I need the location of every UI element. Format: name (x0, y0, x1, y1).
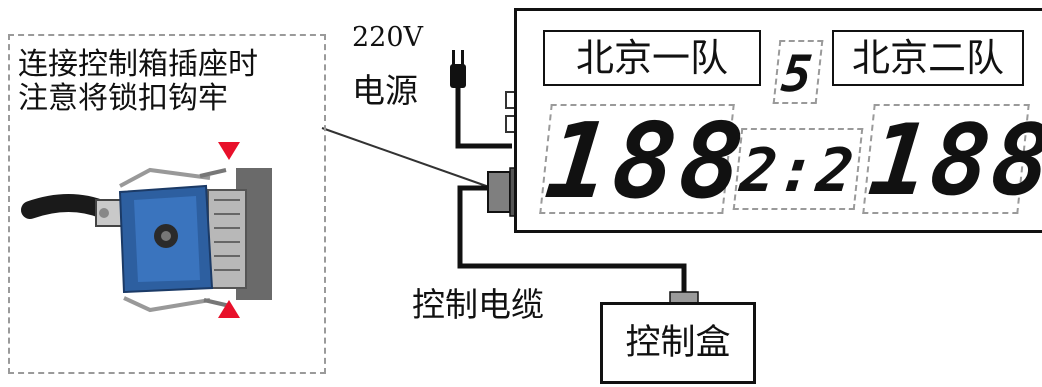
score-center-display: 2:2 (732, 128, 864, 210)
control-box: 控制盒 (600, 302, 756, 384)
power-plug-icon (450, 50, 466, 88)
period-display: 5 (772, 40, 824, 104)
team-left-name: 北京一队 (543, 30, 761, 86)
connector-note-line1: 连接控制箱插座时 (18, 47, 258, 82)
connector-note-panel (8, 34, 326, 374)
arrow-down-icon (218, 142, 240, 160)
connector-note-line2: 注意将锁扣钩牢 (18, 81, 228, 116)
scoreboard-panel (514, 8, 1042, 233)
arrow-up-icon (218, 300, 240, 318)
leader-line (321, 127, 493, 189)
power-voltage: 220V (352, 22, 424, 53)
control-cable-label: 控制电缆 (412, 285, 544, 324)
score-right-display: 188 (862, 104, 1042, 218)
power-label: 电源 (352, 71, 418, 110)
score-left-display: 188 (539, 100, 754, 222)
power-cord (455, 86, 512, 149)
control-cable (457, 185, 687, 296)
team-right-name: 北京二队 (832, 30, 1024, 86)
